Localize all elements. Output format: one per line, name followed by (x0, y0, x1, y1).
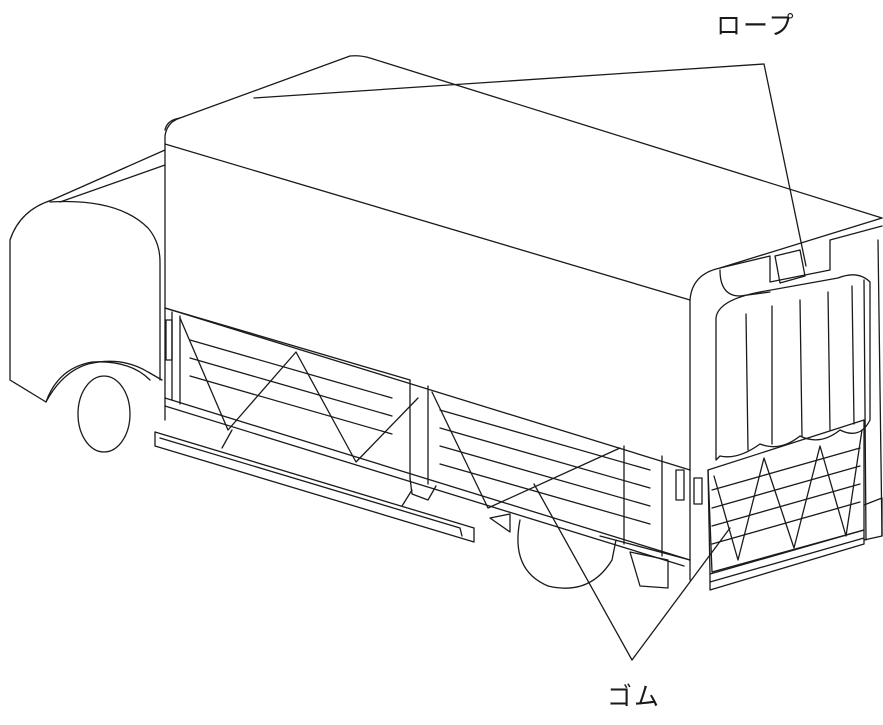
cab-outline (10, 150, 165, 402)
rear-gate-frame (708, 420, 864, 572)
rear-latch (694, 478, 702, 504)
step-front-face (160, 438, 462, 536)
side-gate (165, 308, 690, 566)
rope-leader-right (764, 64, 806, 266)
rope-box (775, 250, 805, 283)
rubber-callout (534, 484, 730, 660)
chassis-line (600, 536, 690, 560)
rubber-zigzag-right (432, 392, 620, 508)
tarp-top-side-edge (165, 118, 180, 420)
slat (190, 340, 392, 398)
gate-top-edge (165, 308, 410, 380)
slat (440, 410, 650, 470)
rear-gate-slat (712, 466, 860, 508)
chassis-block (630, 552, 668, 588)
rear-hood (720, 226, 882, 282)
tarp-top (165, 56, 882, 218)
rubber-label: ゴム (607, 682, 662, 711)
rope-callout (254, 64, 806, 266)
rear-right-edge-inner (864, 280, 866, 540)
tarp-upper-crease (165, 144, 690, 300)
latch (166, 320, 172, 360)
rubber-leader-left (534, 484, 632, 660)
step-bracket-right (402, 490, 412, 506)
cab-roof-edge (60, 165, 165, 202)
cab-side-face (50, 202, 160, 380)
step-bracket-left (222, 430, 232, 448)
rear-gate-left-post (708, 470, 710, 574)
rubber-zigzag-left (180, 318, 418, 462)
slat (440, 446, 650, 506)
rear-gate-slat (712, 448, 860, 490)
step-top (155, 432, 474, 528)
rear-bumper-face (710, 538, 864, 582)
rope-leader-left (254, 64, 764, 98)
curtain-fold-1 (746, 314, 748, 450)
cargo-box (165, 56, 882, 580)
rear-right-edge (878, 240, 882, 536)
rear-gate-slat (712, 484, 860, 526)
step-bottom (155, 446, 474, 542)
step-hanger (410, 478, 436, 500)
rear-right-bracket (864, 498, 882, 540)
slat (440, 464, 650, 524)
cab-wheel (78, 376, 130, 452)
gate-bottom-edge-2 (165, 406, 684, 566)
side-step (155, 430, 474, 542)
rear-bumper (710, 530, 864, 590)
slat (190, 358, 392, 416)
truck-cab (10, 150, 165, 452)
rear-rubber-zigzag (714, 430, 862, 560)
rubber-leader-right (632, 528, 730, 660)
undercarriage (490, 514, 690, 588)
curtain-fold-5 (852, 286, 854, 424)
mudflap (490, 514, 510, 532)
curtain-fold-3 (800, 300, 802, 436)
rope-label: ロープ (716, 11, 796, 40)
curtain-fold-4 (828, 292, 830, 430)
rear-hood-line (720, 270, 770, 296)
slat (190, 376, 392, 434)
cab-fender (46, 362, 150, 402)
rear-wheel (518, 520, 616, 588)
rear-curtain (716, 275, 870, 460)
latch (676, 470, 684, 500)
slat (440, 428, 650, 488)
rear-gate (694, 420, 882, 590)
